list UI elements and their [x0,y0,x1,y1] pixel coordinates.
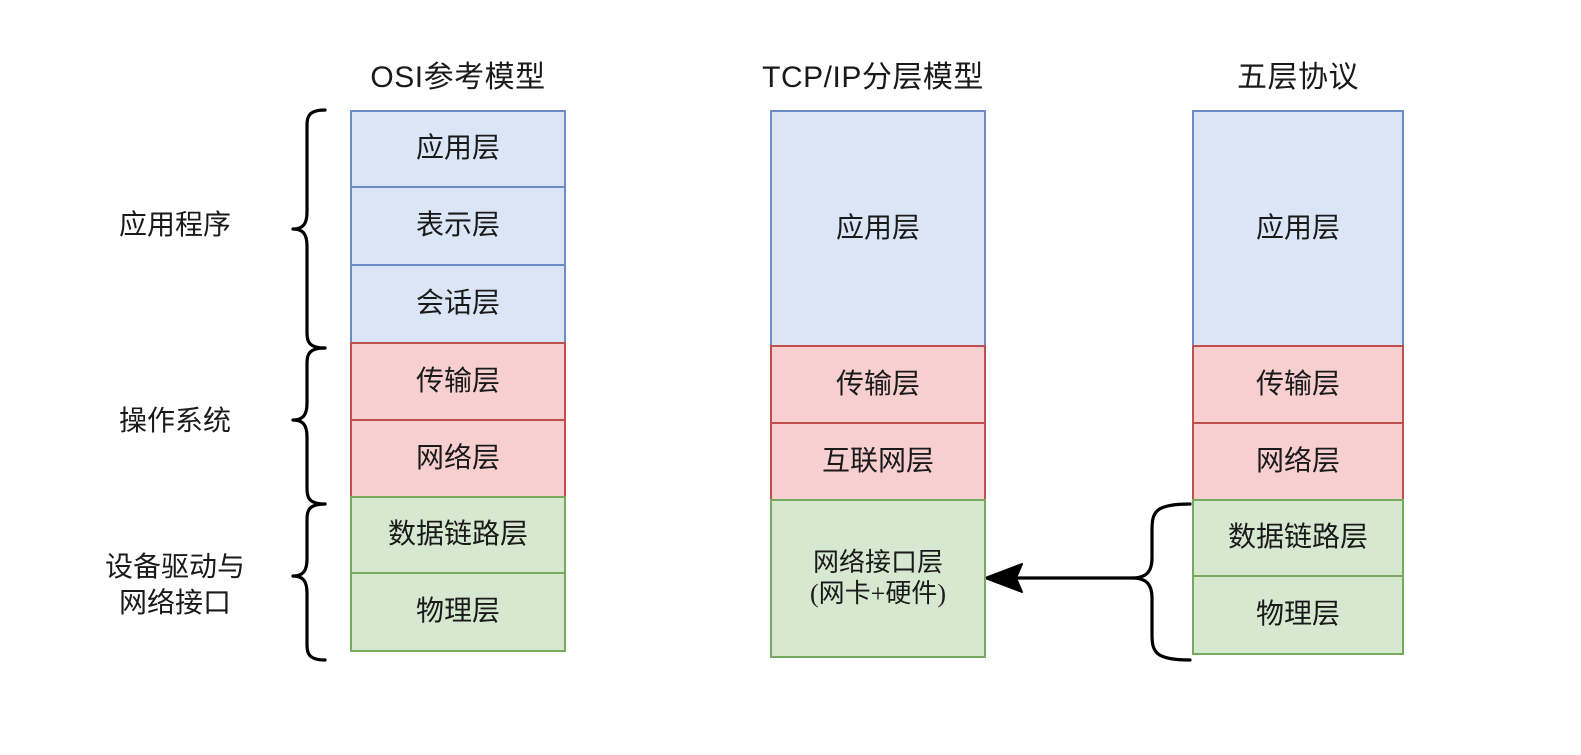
connector-arrow-head-icon [984,563,1023,593]
brace-driver-icon [291,502,327,662]
stack-tcpip: 应用层 传输层 互联网层 网络接口层 (网卡+硬件) [770,110,986,660]
column-title-five: 五层协议 [1237,61,1359,94]
tcpip-layer-application[interactable]: 应用层 [770,110,986,347]
group-label-driver-nic: 设备驱动与 网络接口 [104,552,245,620]
brace-os-icon [291,346,327,506]
osi-layer-application[interactable]: 应用层 [350,110,566,188]
osi-layer-datalink[interactable]: 数据链路层 [350,496,566,574]
connector-brace-icon [1130,502,1192,662]
osi-layer-presentation[interactable]: 表示层 [350,186,566,266]
five-layer-physical[interactable]: 物理层 [1192,575,1404,655]
tcpip-layer-internet[interactable]: 互联网层 [770,422,986,501]
osi-layer-network[interactable]: 网络层 [350,419,566,498]
five-layer-application[interactable]: 应用层 [1192,110,1404,347]
five-layer-network[interactable]: 网络层 [1192,422,1404,501]
group-label-application: 应用程序 [118,210,231,241]
five-layer-datalink[interactable]: 数据链路层 [1192,499,1404,577]
column-title-osi: OSI参考模型 [370,61,546,94]
stack-five: 应用层 传输层 网络层 数据链路层 物理层 [1192,110,1404,660]
osi-layer-physical[interactable]: 物理层 [350,572,566,652]
brace-application-icon [291,108,327,350]
column-title-tcpip: TCP/IP分层模型 [762,61,984,94]
osi-layer-session[interactable]: 会话层 [350,264,566,344]
stack-osi: 应用层 表示层 会话层 传输层 网络层 数据链路层 物理层 [350,110,566,660]
tcpip-layer-network-interface[interactable]: 网络接口层 (网卡+硬件) [770,499,986,658]
group-label-os: 操作系统 [118,406,231,437]
five-layer-transport[interactable]: 传输层 [1192,345,1404,424]
osi-layer-transport[interactable]: 传输层 [350,342,566,421]
tcpip-layer-transport[interactable]: 传输层 [770,345,986,424]
